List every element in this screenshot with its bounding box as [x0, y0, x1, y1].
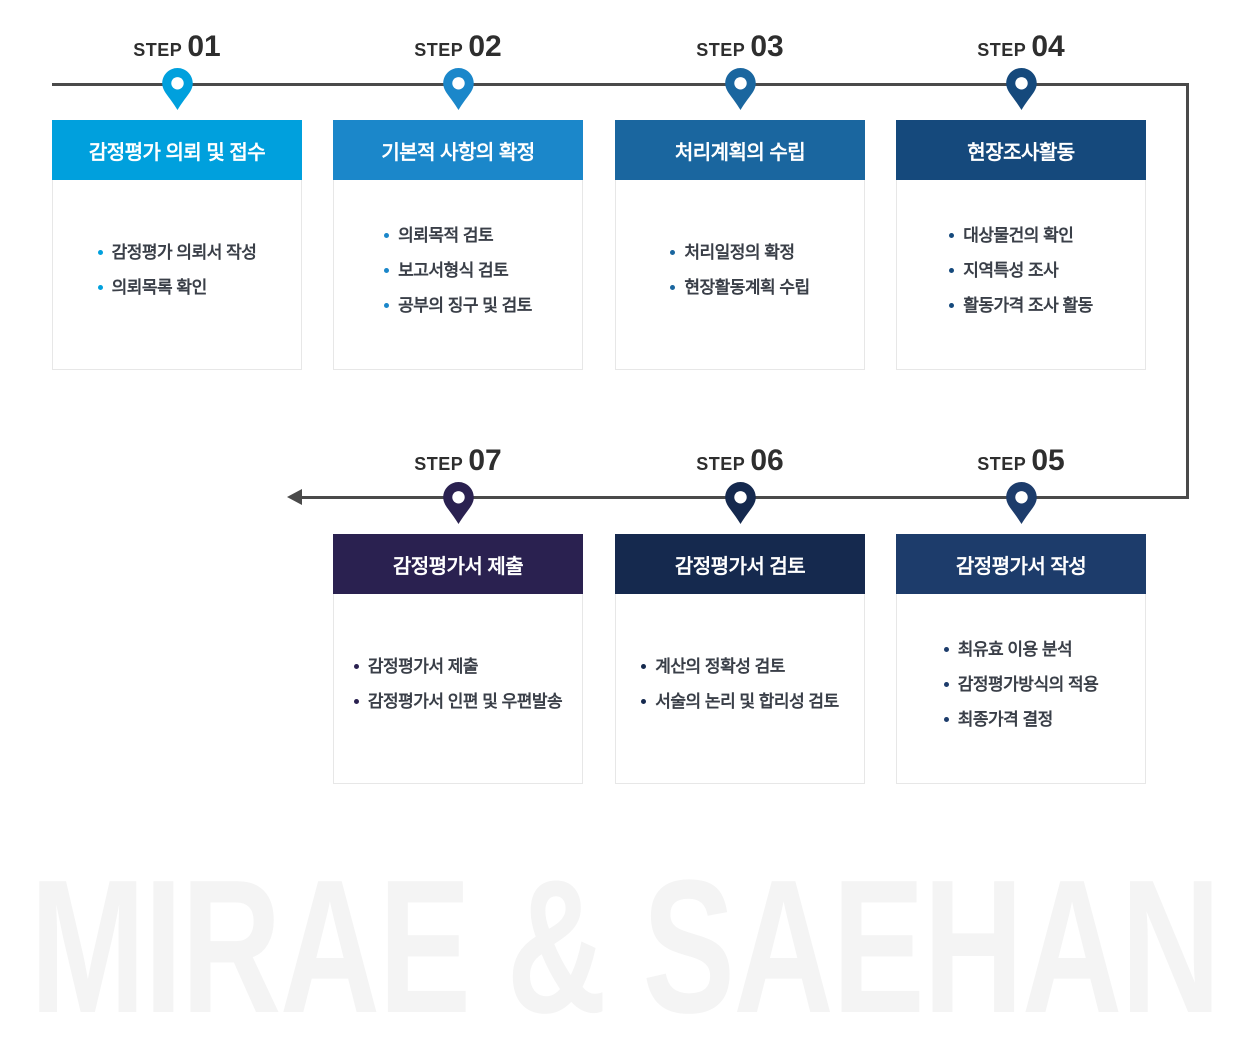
step-label-prefix: STEP [977, 454, 1027, 474]
step-bullet-item: 감정평가서 인편 및 우편발송 [353, 693, 563, 711]
step-05-label: STEP 05 [977, 444, 1064, 481]
step-07-body: 감정평가서 제출 감정평가서 인편 및 우편발송 [333, 594, 583, 784]
step-04-bullet-list: 대상물건의 확인 지역특성 조사 활동가격 조사 활동 [949, 210, 1093, 332]
step-06-card: 감정평가서 검토 계산의 정확성 검토 서술의 논리 및 합리성 검토 [615, 534, 865, 784]
step-02-column: STEP 02 기본적 사항의 확정 의뢰목적 검토 보고서형식 검토 공부의 … [333, 30, 583, 370]
location-pin-icon [161, 68, 193, 110]
step-01-title: 감정평가 의뢰 및 접수 [52, 120, 302, 180]
step-03-body: 처리일정의 확정 현장활동계획 수립 [615, 180, 865, 370]
step-bullet-item: 대상물건의 확인 [949, 226, 1093, 245]
step-03-card: 처리계획의 수립 처리일정의 확정 현장활동계획 수립 [615, 120, 865, 370]
step-label-prefix: STEP [414, 454, 464, 474]
step-04-label: STEP 04 [977, 30, 1064, 67]
step-label-prefix: STEP [133, 40, 183, 60]
step-03-bullet-list: 처리일정의 확정 현장활동계획 수립 [670, 227, 810, 314]
step-number: 05 [1031, 444, 1065, 477]
flow-arrow-left-icon [287, 489, 302, 505]
step-03-label: STEP 03 [696, 30, 783, 67]
step-01-card: 감정평가 의뢰 및 접수 감정평가 의뢰서 작성 의뢰목록 확인 [52, 120, 302, 370]
step-05-body: 최유효 이용 분석 감정평가방식의 적용 최종가격 결정 [896, 594, 1146, 784]
step-label-prefix: STEP [977, 40, 1027, 60]
step-number: 02 [468, 30, 502, 63]
step-01-bullet-list: 감정평가 의뢰서 작성 의뢰목록 확인 [97, 227, 257, 314]
step-04-column: STEP 04 현장조사활동 대상물건의 확인 지역특성 조사 활동가격 조사 … [896, 30, 1146, 370]
step-05-card: 감정평가서 작성 최유효 이용 분석 감정평가방식의 적용 최종가격 결정 [896, 534, 1146, 784]
step-bullet-item: 감정평가서 제출 [353, 658, 562, 676]
step-bullet-item: 최유효 이용 분석 [943, 640, 1098, 659]
step-01-body: 감정평가 의뢰서 작성 의뢰목록 확인 [52, 180, 302, 370]
step-bullet-item: 현장활동계획 수립 [670, 279, 810, 297]
step-02-bullet-list: 의뢰목적 검토 보고서형식 검토 공부의 징구 및 검토 [384, 210, 532, 332]
step-06-label: STEP 06 [696, 444, 783, 481]
step-07-label: STEP 07 [414, 444, 501, 481]
step-bullet-item: 최종가격 결정 [943, 710, 1098, 729]
watermark-text: MIRAE & SAEHAN [30, 841, 1221, 1053]
step-label-prefix: STEP [414, 40, 464, 60]
step-bullet-item: 감정평가방식의 적용 [943, 675, 1099, 694]
flow-line-right [1186, 83, 1189, 499]
step-05-title: 감정평가서 작성 [896, 534, 1146, 594]
location-pin-icon [1005, 68, 1037, 110]
step-number: 03 [750, 30, 784, 63]
step-bullet-item: 활동가격 조사 활동 [949, 296, 1093, 315]
step-02-body: 의뢰목적 검토 보고서형식 검토 공부의 징구 및 검토 [333, 180, 583, 370]
step-number: 07 [468, 444, 502, 477]
step-05-column: STEP 05 감정평가서 작성 최유효 이용 분석 감정평가방식의 적용 최종… [896, 444, 1146, 784]
step-01-column: STEP 01 감정평가 의뢰 및 접수 감정평가 의뢰서 작성 의뢰목록 확인 [52, 30, 302, 370]
step-number: 01 [187, 30, 221, 63]
step-01-label: STEP 01 [133, 30, 220, 67]
step-02-label: STEP 02 [414, 30, 501, 67]
step-label-prefix: STEP [696, 40, 746, 60]
step-06-bullet-list: 계산의 정확성 검토 서술의 논리 및 합리성 검토 [641, 641, 839, 728]
step-02-card: 기본적 사항의 확정 의뢰목적 검토 보고서형식 검토 공부의 징구 및 검토 [333, 120, 583, 370]
step-07-card: 감정평가서 제출 감정평가서 제출 감정평가서 인편 및 우편발송 [333, 534, 583, 784]
step-06-column: STEP 06 감정평가서 검토 계산의 정확성 검토 서술의 논리 및 합리성… [615, 444, 865, 784]
step-bullet-item: 서술의 논리 및 합리성 검토 [641, 693, 839, 711]
step-bullet-item: 보고서형식 검토 [384, 261, 532, 280]
step-bullet-item: 의뢰목적 검토 [384, 226, 532, 245]
step-bullet-item: 처리일정의 확정 [670, 244, 809, 262]
step-number: 06 [750, 444, 784, 477]
step-06-body: 계산의 정확성 검토 서술의 논리 및 합리성 검토 [615, 594, 865, 784]
step-bullet-item: 의뢰목록 확인 [97, 279, 257, 297]
step-07-column: STEP 07 감정평가서 제출 감정평가서 제출 감정평가서 인편 및 우편발… [333, 444, 583, 784]
location-pin-icon [1005, 482, 1037, 524]
step-05-bullet-list: 최유효 이용 분석 감정평가방식의 적용 최종가격 결정 [943, 624, 1099, 746]
step-03-title: 처리계획의 수립 [615, 120, 865, 180]
step-02-title: 기본적 사항의 확정 [333, 120, 583, 180]
step-label-prefix: STEP [696, 454, 746, 474]
step-04-body: 대상물건의 확인 지역특성 조사 활동가격 조사 활동 [896, 180, 1146, 370]
location-pin-icon [724, 482, 756, 524]
step-03-column: STEP 03 처리계획의 수립 처리일정의 확정 현장활동계획 수립 [615, 30, 865, 370]
step-07-bullet-list: 감정평가서 제출 감정평가서 인편 및 우편발송 [353, 641, 563, 728]
location-pin-icon [442, 482, 474, 524]
step-bullet-item: 계산의 정확성 검토 [641, 658, 838, 676]
step-bullet-item: 지역특성 조사 [949, 261, 1093, 280]
location-pin-icon [442, 68, 474, 110]
step-06-title: 감정평가서 검토 [615, 534, 865, 594]
location-pin-icon [724, 68, 756, 110]
flow-line-top [52, 83, 1189, 86]
step-number: 04 [1031, 30, 1065, 63]
step-04-title: 현장조사활동 [896, 120, 1146, 180]
step-bullet-item: 공부의 징구 및 검토 [384, 296, 532, 315]
step-04-card: 현장조사활동 대상물건의 확인 지역특성 조사 활동가격 조사 활동 [896, 120, 1146, 370]
step-bullet-item: 감정평가 의뢰서 작성 [97, 244, 257, 262]
step-07-title: 감정평가서 제출 [333, 534, 583, 594]
